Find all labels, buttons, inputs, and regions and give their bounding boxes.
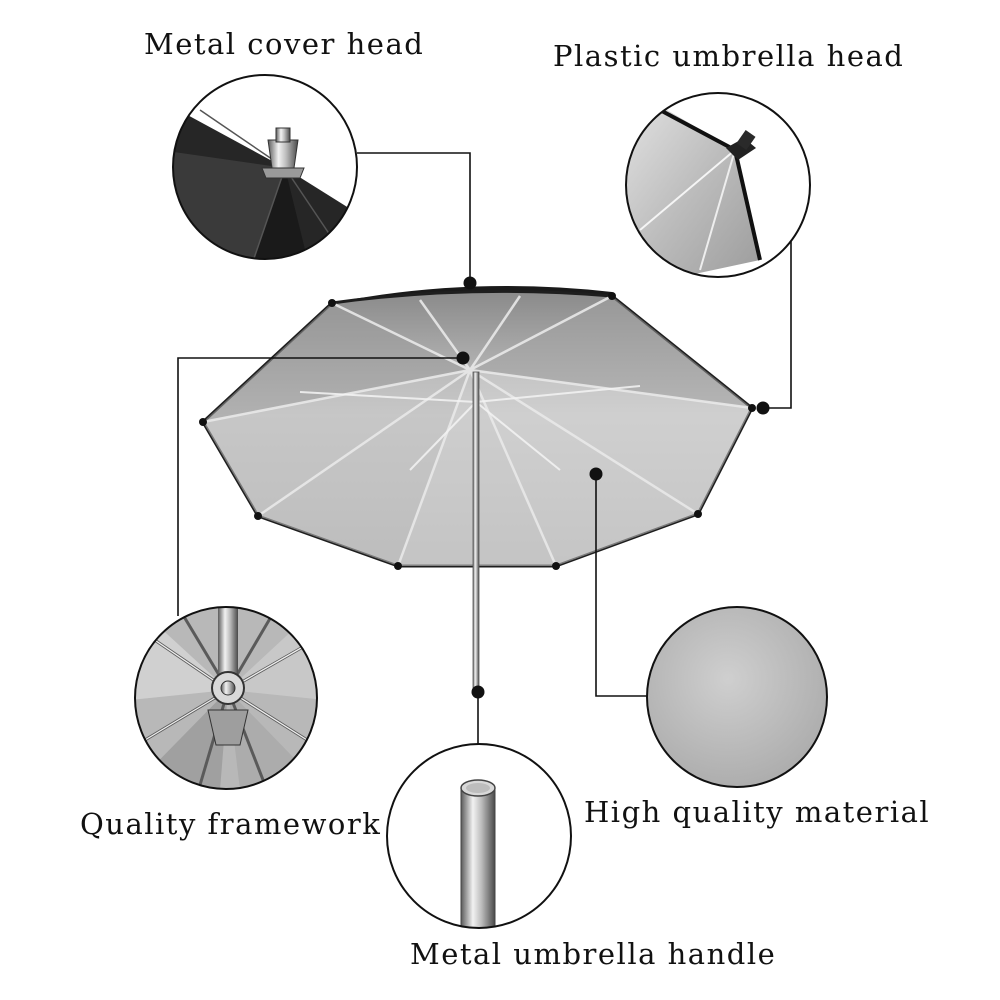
label-metal-umbrella-handle: Metal umbrella handle bbox=[410, 937, 777, 971]
detail-plastic-umbrella-head bbox=[625, 92, 811, 278]
umbrella-shaft bbox=[472, 371, 480, 691]
detail-metal-cover-head bbox=[172, 74, 358, 260]
leader-lines bbox=[177, 152, 792, 744]
detail-metal-umbrella-handle bbox=[386, 743, 572, 929]
label-quality-framework: Quality framework bbox=[80, 807, 382, 841]
label-high-quality-material: High quality material bbox=[584, 795, 931, 829]
label-metal-cover-head: Metal cover head bbox=[144, 27, 425, 61]
detail-high-quality-material bbox=[646, 606, 828, 788]
canopy-ribs bbox=[202, 294, 753, 567]
label-plastic-umbrella-head: Plastic umbrella head bbox=[553, 39, 905, 73]
umbrella-main-illustration bbox=[199, 286, 756, 691]
leader-dots bbox=[456, 276, 770, 699]
rib-tips bbox=[199, 292, 756, 570]
detail-quality-framework bbox=[134, 606, 318, 790]
